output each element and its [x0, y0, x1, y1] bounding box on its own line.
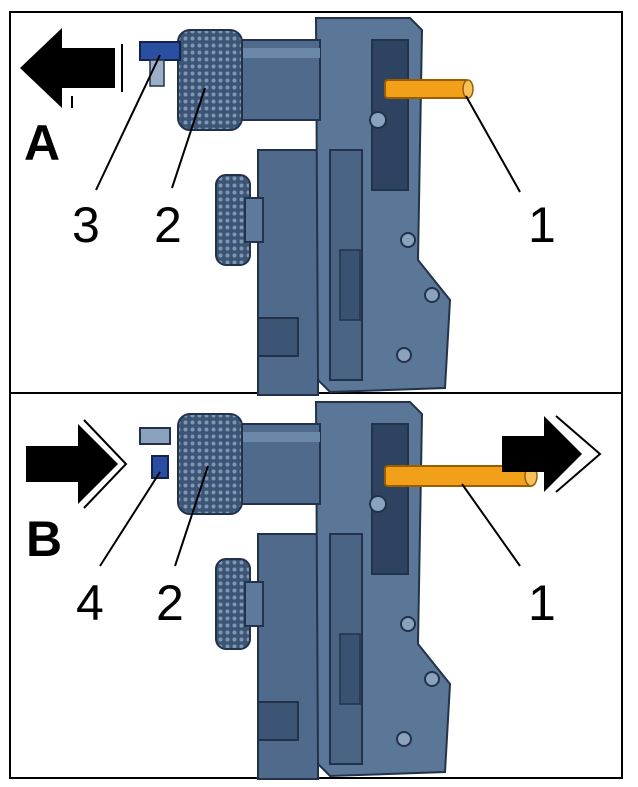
- panel-b: B 4 2 1: [26, 401, 602, 780]
- callout-b-2: 2: [156, 575, 184, 631]
- push-arrow-icon: [26, 419, 128, 509]
- callout-b-1: 1: [528, 575, 556, 631]
- crimp-tool-a: [177, 17, 451, 396]
- panel-label-b: B: [26, 511, 62, 567]
- lock-screw-3: [139, 41, 181, 87]
- callout-b-4: 4: [76, 575, 104, 631]
- panel-label-a: A: [24, 115, 60, 171]
- release-screw-4: [139, 427, 171, 479]
- crimp-tool-b: [177, 401, 451, 780]
- locator-pin-a: [384, 79, 470, 99]
- pin-out-arrow-icon: [502, 415, 602, 493]
- panel-a: A 3 2 1: [20, 17, 556, 396]
- callout-a-2: 2: [154, 197, 182, 253]
- pull-arrow-icon: [20, 28, 123, 108]
- callout-a-3: 3: [72, 197, 100, 253]
- callout-a-1: 1: [528, 197, 556, 253]
